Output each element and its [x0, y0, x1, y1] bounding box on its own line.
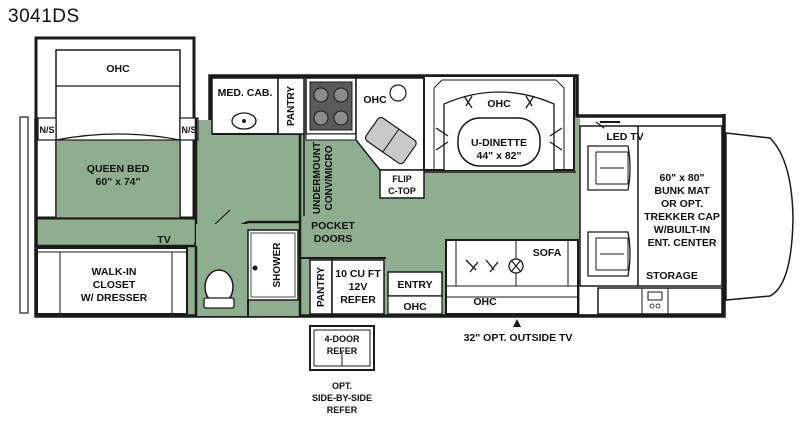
driver-seat — [587, 145, 631, 191]
nightstand-right — [179, 117, 199, 141]
label-bunk-1: 60" x 80" — [660, 172, 705, 184]
label-micro-1: UNDERMOUNT — [312, 142, 323, 214]
pantry-top — [277, 77, 305, 135]
label-ohc-entry: OHC — [403, 301, 427, 313]
label-storage: STORAGE — [646, 270, 698, 282]
label-closet-3: W/ DRESSER — [81, 292, 148, 304]
label-bunk-3: OR OPT. — [661, 198, 703, 210]
rear-bumper — [19, 116, 29, 314]
label-ohc-dinette: OHC — [487, 98, 511, 110]
label-closet-2: CLOSET — [93, 279, 136, 291]
label-ns-left: N/S — [39, 125, 54, 135]
label-pocket-2: DOORS — [314, 233, 353, 245]
label-shower: SHOWER — [272, 242, 283, 288]
label-four-door-2: REFER — [327, 346, 358, 356]
label-outside-tv: 32" OPT. OUTSIDE TV — [464, 332, 573, 344]
cab-outline — [725, 132, 794, 301]
label-ohc-bed: OHC — [106, 63, 130, 75]
label-bunk-5: W/BUILT-IN — [654, 224, 710, 236]
label-led-tv: LED TV — [606, 131, 643, 143]
walk-in-closet — [36, 247, 188, 315]
label-bunk-6: ENT. CENTER — [648, 237, 717, 249]
label-micro-2: CONV/MICRO — [324, 145, 335, 210]
label-ns-right: N/S — [181, 125, 196, 135]
label-refer-1: 10 CU FT — [335, 268, 381, 280]
label-opt-3: REFER — [327, 405, 358, 415]
flip-countertop — [379, 169, 425, 199]
label-sofa: SOFA — [533, 247, 562, 259]
label-bunk-2: BUNK MAT — [654, 185, 710, 197]
label-flip-1: FLIP — [392, 174, 412, 184]
bed-mattress — [55, 139, 181, 219]
refrigerator — [331, 259, 385, 315]
nightstand-left — [37, 117, 57, 141]
label-pantry-top: PANTRY — [286, 86, 297, 126]
model-title: 3041DS — [8, 6, 80, 27]
outside-tv-marker — [513, 319, 521, 327]
label-refer-2: 12V — [349, 281, 368, 293]
shower — [247, 229, 299, 301]
passenger-seat — [587, 231, 631, 277]
label-tv-rear: TV — [157, 234, 170, 246]
label-ohc-kitchen: OHC — [363, 94, 387, 106]
label-pantry-bottom: PANTRY — [316, 267, 327, 307]
label-ohc-sofa: OHC — [473, 296, 497, 308]
label-dinette: U-DINETTE — [471, 137, 527, 149]
label-dinette-size: 44" x 82" — [477, 150, 522, 162]
label-four-door-1: 4-DOOR — [324, 334, 360, 344]
label-opt-1: OPT. — [332, 381, 352, 391]
label-closet-1: WALK-IN — [92, 266, 137, 278]
label-flip-2: C-TOP — [388, 186, 416, 196]
label-refer-3: REFER — [340, 294, 376, 306]
dinette-table — [457, 117, 541, 167]
label-queen-bed-size: 60" x 74" — [96, 176, 141, 188]
sofa — [445, 239, 579, 315]
label-bunk-4: TREKKER CAP — [644, 211, 720, 223]
label-opt-2: SIDE-BY-SIDE — [312, 393, 372, 403]
label-queen-bed: QUEEN BED — [87, 163, 150, 175]
label-pocket-1: POCKET — [311, 220, 355, 232]
label-med-cab: MED. CAB. — [218, 87, 273, 99]
label-entry: ENTRY — [397, 279, 432, 291]
